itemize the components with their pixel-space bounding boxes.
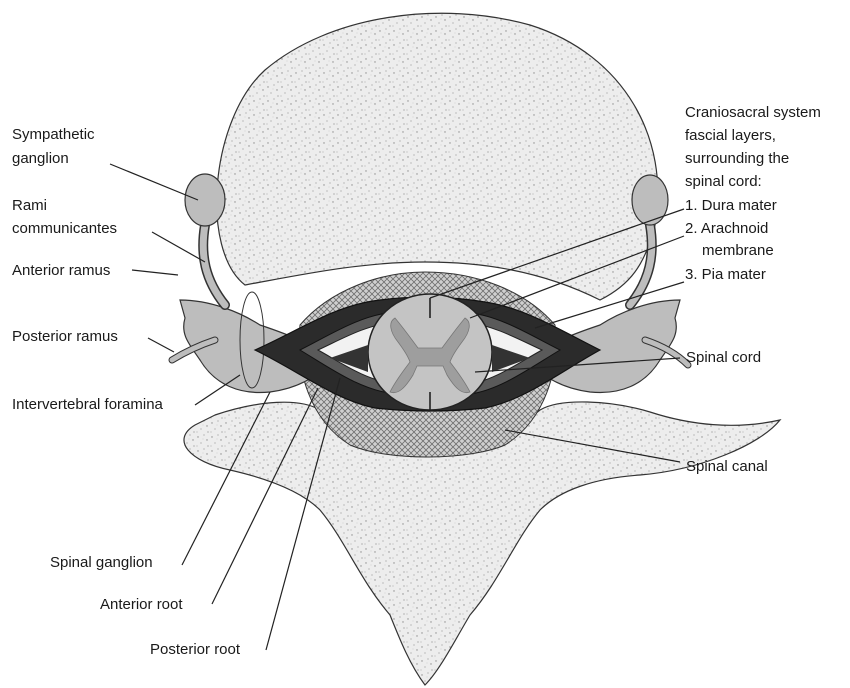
label-posterior-ramus: Posterior ramus xyxy=(12,328,118,345)
label-spinal-ganglion: Spinal ganglion xyxy=(50,554,153,571)
label-dura-mater: 1. Dura mater xyxy=(685,197,777,214)
label-anterior-ramus: Anterior ramus xyxy=(12,262,110,279)
label-fascial-heading: Craniosacral system fascial layers, surr… xyxy=(685,104,825,190)
label-rami-communicantes: Rami communicantes xyxy=(12,197,117,237)
label-pia-mater: 3. Pia mater xyxy=(685,266,766,283)
leader-posterior-ramus xyxy=(148,338,174,352)
label-sympathetic-ganglion: Sympathetic ganglion xyxy=(12,126,99,167)
right-sympathetic-ganglion xyxy=(632,175,668,225)
label-anterior-root: Anterior root xyxy=(100,596,183,613)
label-intervertebral-foramina: Intervertebral foramina xyxy=(12,396,164,413)
label-spinal-cord: Spinal cord xyxy=(686,349,761,366)
label-posterior-root: Posterior root xyxy=(150,641,241,658)
leader-rami-communicantes xyxy=(152,232,205,262)
label-spinal-canal: Spinal canal xyxy=(686,458,768,475)
label-arachnoid-membrane: 2. Arachnoid membrane xyxy=(685,220,774,259)
vertebral-body xyxy=(217,13,658,300)
left-sympathetic-ganglion xyxy=(185,174,225,226)
leader-sympathetic-ganglion xyxy=(110,164,198,200)
leader-anterior-ramus xyxy=(132,270,178,275)
